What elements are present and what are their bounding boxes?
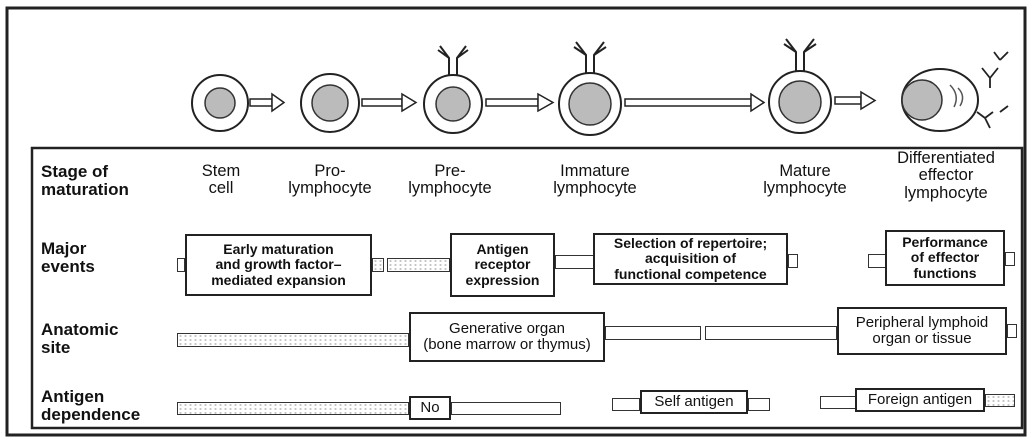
row-label-antigen-dependence: Antigen dependence	[41, 388, 140, 424]
site-cap-right	[1007, 324, 1017, 338]
cell-immature-lymphocyte	[559, 42, 621, 135]
antigen-foreign-antigen: Foreign antigen	[855, 388, 985, 412]
antigen-self-antigen: Self antigen	[640, 390, 748, 414]
row-label-stage-of-maturation: Stage of maturation	[41, 163, 129, 199]
event-selection-of-repertoire: Selection of repertoire; acquisition of …	[593, 233, 788, 285]
antigen-bar-no-tail	[451, 402, 561, 415]
stage-label-prolymphocyte: Pro- lymphocyte	[275, 163, 385, 198]
arrow-1	[250, 94, 284, 111]
stage-label-effector-lymphocyte: Differentiated effector lymphocyte	[872, 150, 1020, 202]
arrow-2	[362, 94, 416, 111]
antigen-no: No	[409, 396, 451, 420]
events-cap-left	[177, 258, 185, 272]
site-peripheral-lymphoid-organ: Peripheral lymphoid organ or tissue	[837, 307, 1007, 355]
antigen-cap-foreign-right	[985, 394, 1015, 407]
site-bar-left	[177, 333, 409, 347]
site-bar-mid-2	[705, 326, 837, 340]
event-antigen-receptor-expression: Antigen receptor expression	[450, 233, 555, 297]
events-cap-right-end	[1005, 252, 1015, 266]
outer-frame	[7, 8, 1025, 435]
site-bar-mid-1	[605, 326, 701, 340]
events-cap-mid	[788, 254, 798, 268]
antigen-bar-left	[177, 402, 409, 415]
arrow-5	[835, 92, 875, 109]
row-label-anatomic-site: Anatomic site	[41, 321, 118, 357]
event-early-maturation: Early maturation and growth factor– medi…	[185, 234, 372, 296]
stage-label-mature-lymphocyte: Mature lymphocyte	[750, 163, 860, 198]
cell-prolymphocyte	[301, 74, 359, 132]
cell-stem	[192, 75, 248, 131]
arrow-4	[625, 94, 764, 111]
stage-label-stem-cell: Stem cell	[191, 163, 251, 198]
events-connector-2	[387, 258, 450, 272]
antigen-cap-self-left	[612, 398, 640, 411]
stage-label-prelymphocyte: Pre- lymphocyte	[395, 163, 505, 198]
arrow-3	[486, 94, 553, 111]
cell-effector-lymphocyte	[902, 52, 1008, 131]
event-performance-of-effector-functions: Performance of effector functions	[885, 230, 1005, 286]
stage-label-immature-lymphocyte: Immature lymphocyte	[540, 163, 650, 198]
cell-mature-lymphocyte	[769, 39, 831, 133]
antigen-cap-foreign-left	[820, 396, 858, 409]
antigen-cap-self-right	[748, 398, 770, 411]
site-generative-organ: Generative organ (bone marrow or thymus)	[409, 312, 605, 362]
events-connector-3	[555, 255, 595, 269]
cell-prelymphocyte	[424, 46, 482, 133]
events-connector-1	[372, 258, 384, 272]
row-label-major-events: Major events	[41, 240, 95, 276]
